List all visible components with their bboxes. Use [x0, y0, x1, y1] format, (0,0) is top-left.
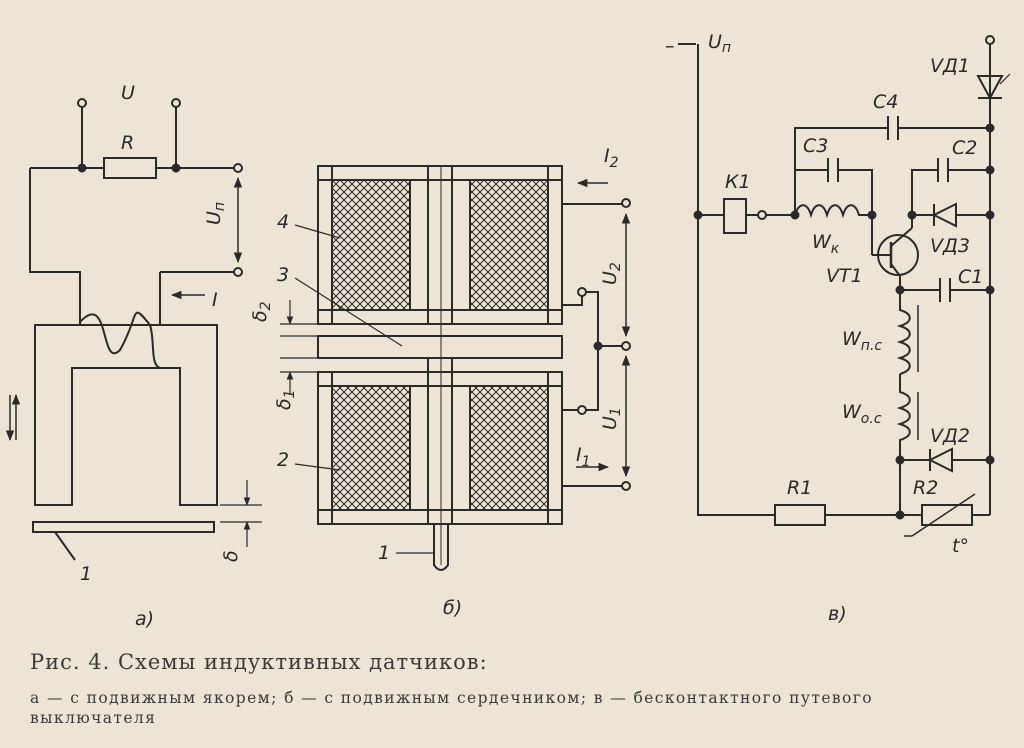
label-vd2: VД2	[930, 425, 970, 447]
transistor-vt1	[871, 215, 919, 290]
coil-winding	[79, 311, 161, 369]
label-rod-1: 1	[378, 542, 390, 564]
sublabel-c: в)	[828, 603, 847, 625]
capacitor-c2	[911, 158, 995, 215]
supply-terminals	[77, 98, 181, 168]
capacitor-c1	[900, 278, 995, 302]
label-u1: U1	[599, 407, 624, 430]
label-c3: С3	[803, 135, 828, 157]
label-u2: U2	[599, 262, 624, 285]
thermistor-r2	[895, 493, 990, 537]
circuit-wires	[29, 168, 243, 325]
capacitor-c4	[794, 116, 990, 170]
upper-coil-right	[469, 179, 549, 311]
label-coil-4: 4	[277, 211, 289, 233]
upper-coil-left	[331, 179, 411, 311]
resistor-r1	[774, 504, 826, 526]
resistor-r	[30, 157, 243, 179]
figure-caption-description: а — с подвижным якорем; б — с подвижным …	[30, 689, 874, 727]
label-wk: Wк	[812, 231, 840, 257]
label-c4: С4	[873, 91, 898, 113]
movable-rod	[433, 524, 449, 571]
diagram-b-moving-core	[280, 165, 631, 571]
label-k1: К1	[725, 171, 751, 193]
diagram-a-moving-armature	[5, 98, 262, 561]
label-vt1: VT1	[826, 265, 863, 287]
winding-woc	[896, 374, 911, 460]
armature-disc	[317, 335, 563, 359]
label-delta1: δ1	[273, 389, 298, 410]
label-wpc: Wп.с	[842, 328, 882, 354]
lower-coil-left	[331, 385, 411, 511]
gap-dimensions	[280, 300, 318, 395]
label-delta: δ	[220, 550, 242, 562]
label-delta2: δ2	[249, 301, 274, 322]
label-c1: С1	[958, 266, 983, 288]
label-vd3: VД3	[930, 235, 970, 257]
leader-lines	[294, 224, 434, 554]
supply-rail	[697, 44, 775, 516]
label-u: U	[121, 82, 135, 104]
coil-terminals	[562, 198, 631, 491]
label-un: Uп	[203, 202, 228, 225]
label-r: R	[121, 132, 134, 154]
diode-vd1	[976, 73, 1011, 101]
diode-vd3	[907, 202, 995, 228]
label-i2: I2	[604, 145, 619, 171]
label-r2: R2	[913, 477, 938, 499]
label-c2: С2	[952, 137, 977, 159]
label-armature-3: 3	[277, 264, 289, 286]
label-vd1: VД1	[930, 55, 970, 77]
label-r1: R1	[787, 477, 812, 499]
diode-vd2	[895, 447, 995, 473]
u-shaped-core	[34, 324, 218, 506]
motion-arrows	[5, 393, 21, 442]
label-armature-1: 1	[80, 563, 92, 585]
label-i1: I1	[576, 444, 591, 470]
label-coil-2: 2	[277, 449, 289, 471]
armature-plate	[32, 521, 215, 533]
lower-coil-right	[469, 385, 549, 511]
diagram-a-labels: U R Uп I 1 δ а)	[80, 82, 242, 630]
sublabel-b: б)	[443, 597, 462, 619]
sublabel-a: а)	[135, 608, 154, 630]
label-woc: Wо.с	[842, 401, 882, 427]
diagram-c-proximity-switch	[678, 35, 1011, 537]
winding-wpc	[896, 290, 911, 375]
gap-dimension	[220, 480, 262, 547]
label-supply-un: Uп	[708, 31, 731, 56]
figure-caption-title: Рис. 4. Схемы индуктивных датчиков:	[30, 650, 488, 674]
relay-k1	[693, 198, 795, 234]
label-un-minus: –	[665, 35, 675, 57]
label-t: t°	[952, 535, 969, 557]
label-i: I	[212, 289, 218, 311]
diagram-c-labels: – Uп К1 С3 С4 С2 VД1 VД3 Wк VT1 С1 Wп.с …	[665, 31, 983, 625]
current-arrows	[576, 178, 610, 472]
diagram-b-labels: 4 3 2 1 δ2 δ1 I2 I1 U2 U1 б)	[249, 145, 624, 619]
winding-wk	[794, 204, 872, 219]
